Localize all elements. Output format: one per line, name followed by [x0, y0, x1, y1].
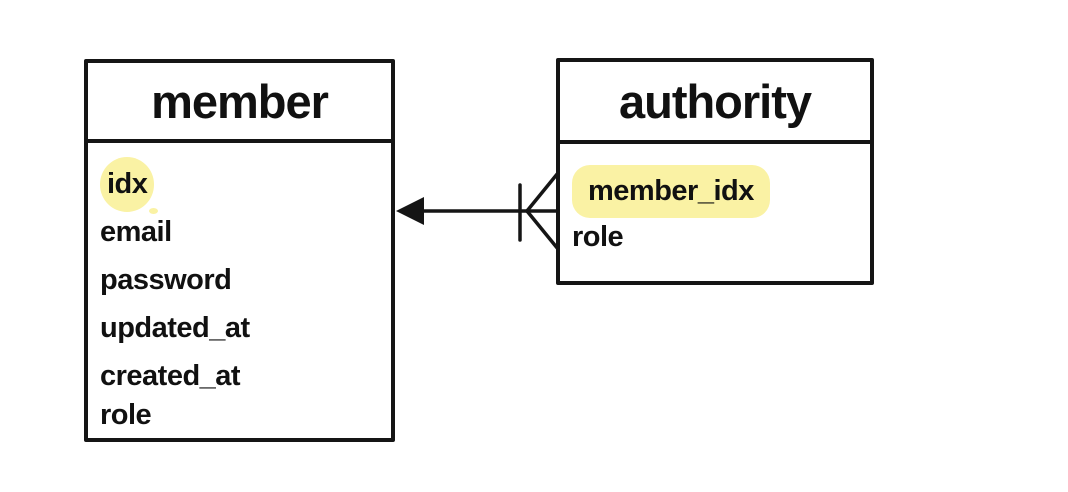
field-idx-label: idx [100, 156, 155, 212]
field-role-label: role [100, 398, 152, 431]
field-authority-role: role [572, 214, 870, 260]
field-created-at: created_at [100, 352, 391, 400]
entity-authority-fields: member_idx role [560, 144, 870, 260]
entity-member-header: member [88, 63, 391, 143]
field-password-label: password [100, 263, 232, 296]
field-updated-at-label: updated_at [100, 311, 250, 344]
entity-authority-header: authority [560, 62, 870, 144]
field-password: password [100, 256, 391, 304]
arrow-head-icon [396, 197, 424, 225]
field-idx: idx [100, 156, 391, 212]
entity-member-title: member [151, 74, 329, 128]
entity-member-table: member idx email password updated_at cre… [84, 59, 395, 442]
crow-foot-icon [525, 209, 560, 251]
highlight-speck [149, 208, 158, 214]
field-email-label: email [100, 215, 172, 248]
field-updated-at: updated_at [100, 304, 391, 352]
entity-member-fields: idx email password updated_at created_at… [88, 143, 391, 439]
entity-authority-title: authority [618, 74, 812, 128]
field-created-at-label: created_at [100, 359, 241, 392]
crow-foot-icon [525, 171, 560, 213]
field-member-idx: member_idx [572, 164, 870, 218]
field-member-idx-label: member_idx [572, 164, 770, 218]
field-role: role [100, 391, 391, 439]
field-email: email [100, 208, 391, 256]
entity-authority-table: authority member_idx role [556, 58, 874, 285]
field-authority-role-label: role [572, 220, 624, 253]
